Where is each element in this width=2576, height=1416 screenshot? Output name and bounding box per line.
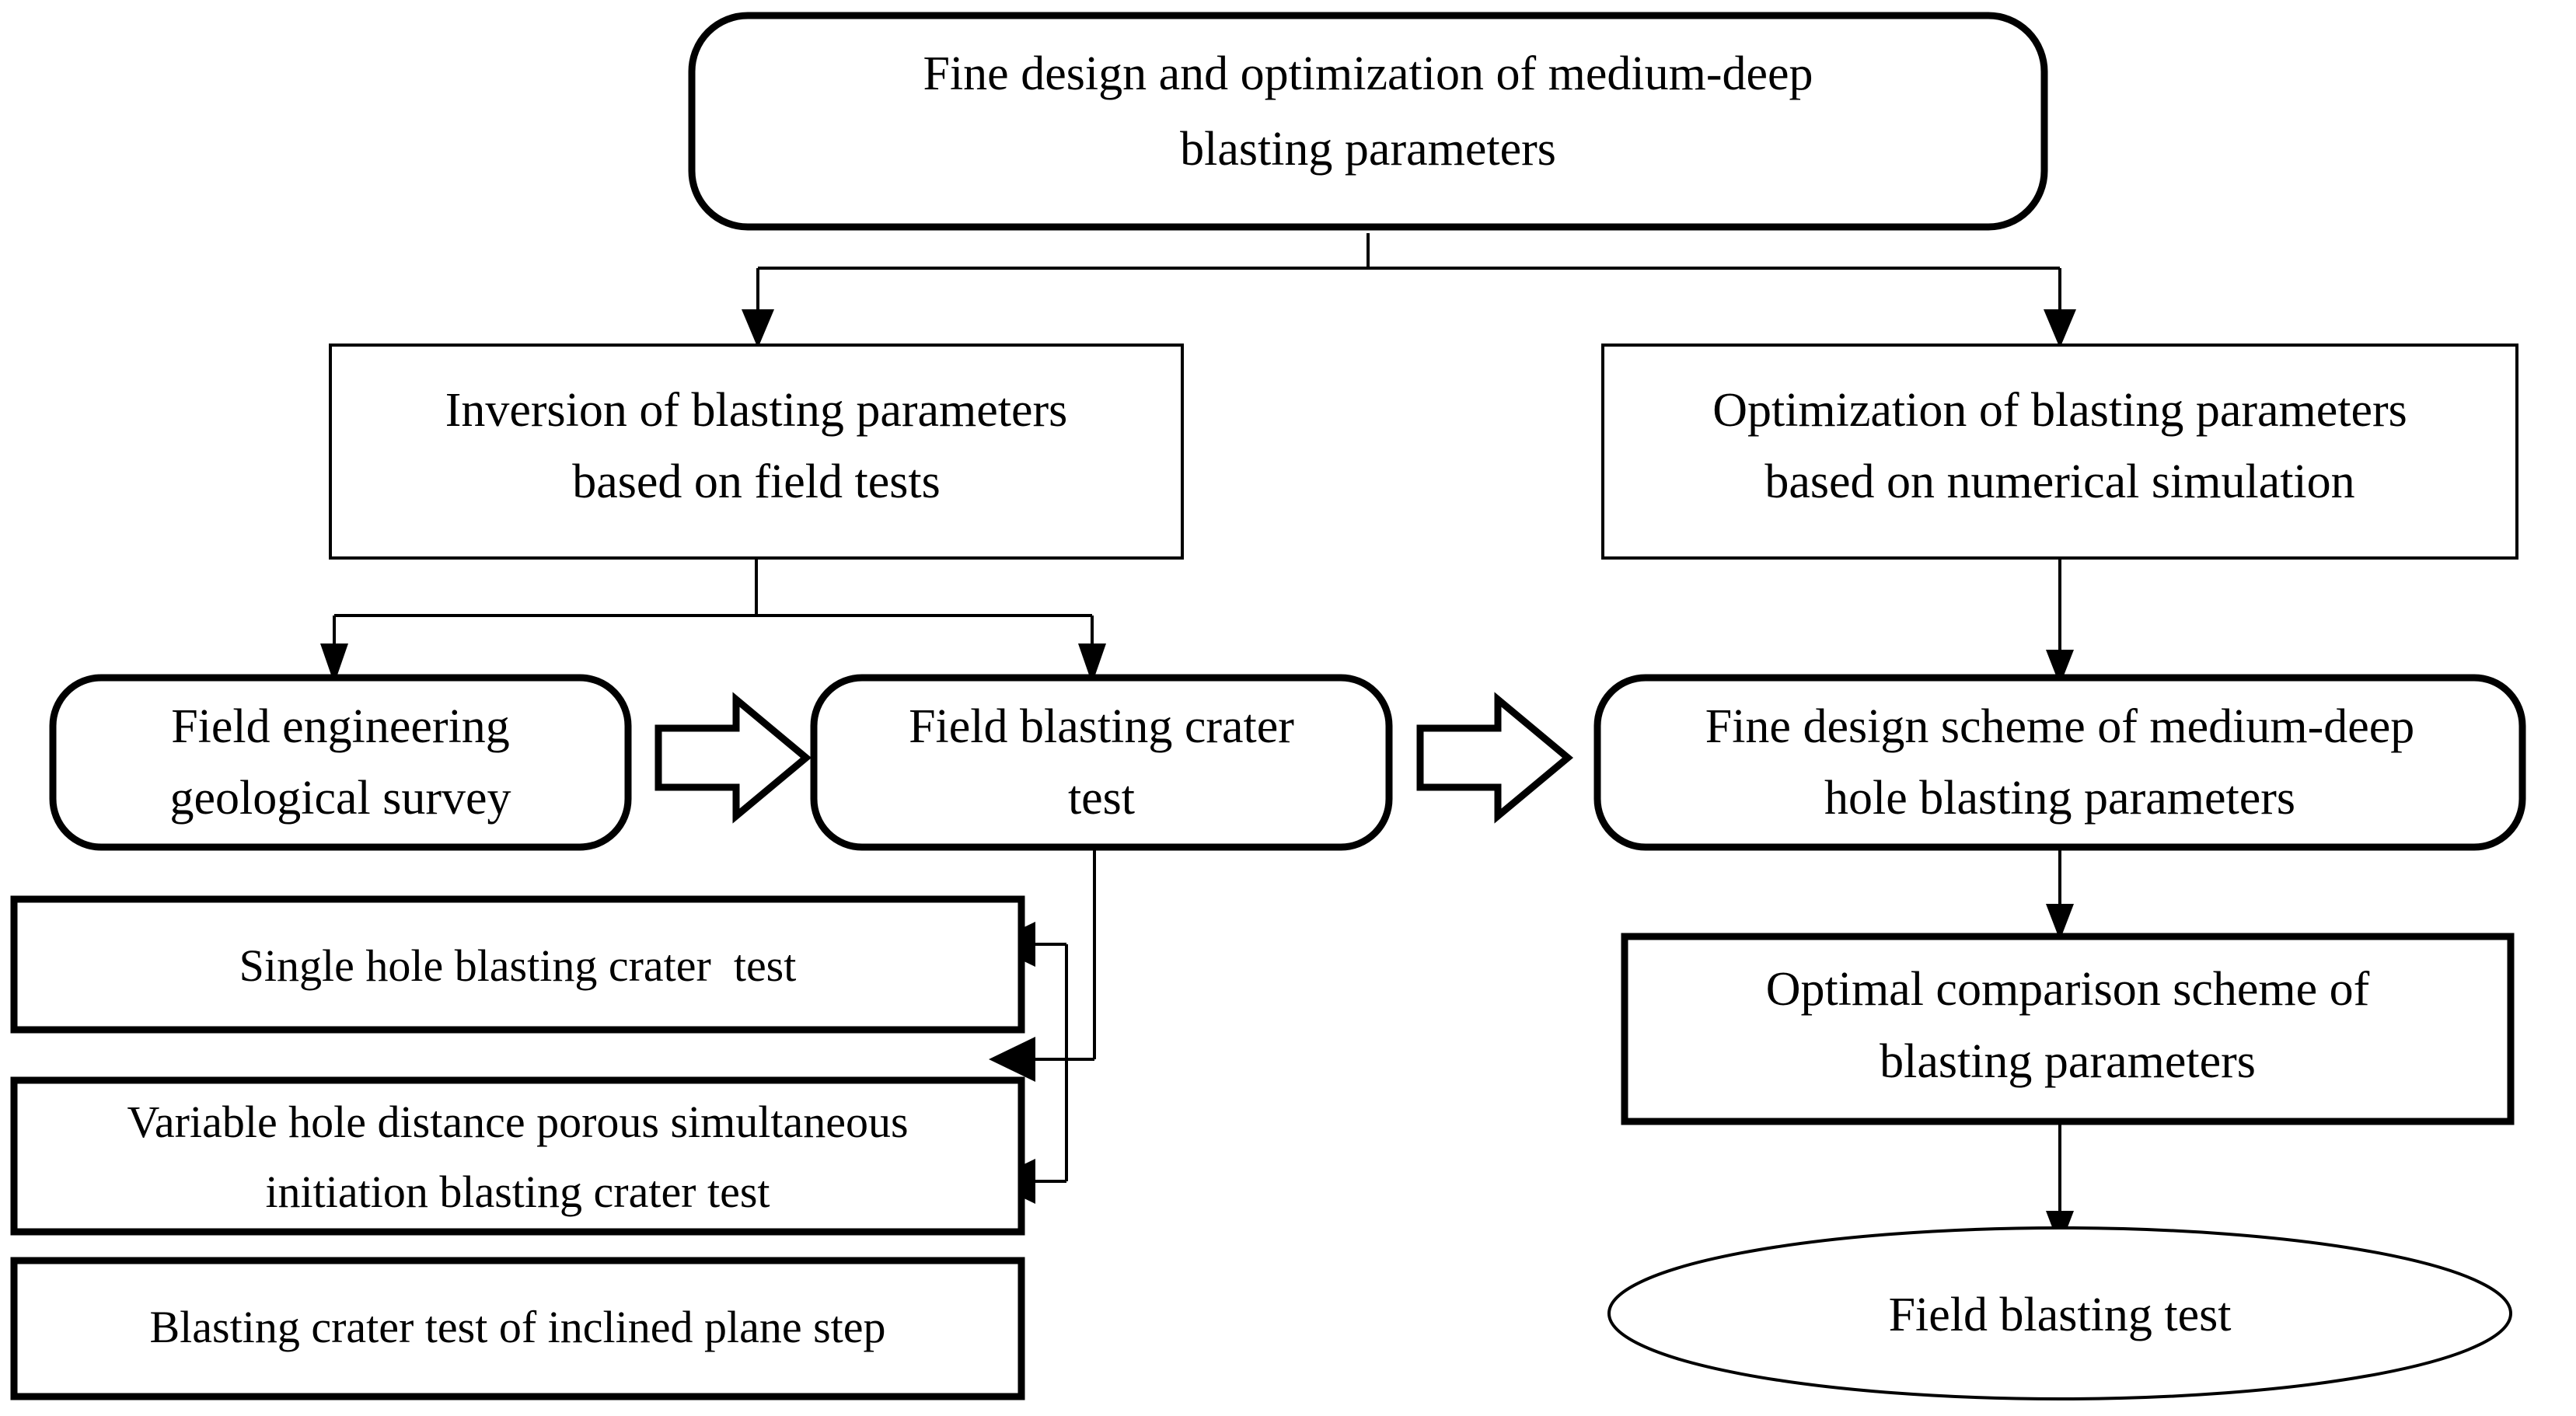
node-optimization-label-line1: Optimization of blasting parameters [1712,384,2407,437]
node-variable-hole-label-line2: initiation blasting crater test [265,1167,770,1217]
node-crater-test-label-line2: test [1068,772,1135,825]
connector-optimization-to-fine-design [2046,558,2074,685]
node-geological-survey-label-line1: Field engineering [171,700,510,753]
node-inclined-plane-label: Blasting crater test of inclined plane s… [149,1302,885,1352]
node-field-blasting-test-shape[interactable] [1607,1226,2512,1400]
node-optimization-shape[interactable] [1601,344,2518,560]
connector-root-split [742,233,2076,348]
node-inclined-plane-shape[interactable] [10,1257,1025,1400]
node-single-hole-label: Single hole blasting crater test [239,940,797,991]
connector-fine-design-to-optimal [2046,847,2074,940]
node-root-label-line1: Fine design and optimization of medium-d… [923,47,1813,100]
node-root-label-line2: blasting parameters [1180,123,1556,176]
node-inversion-label-line1: Inversion of blasting parameters [445,384,1068,437]
node-crater-test-label-line1: Field blasting crater [909,700,1294,753]
node-single-hole-shape[interactable] [10,895,1025,1034]
node-variable-hole-shape[interactable] [10,1076,1025,1236]
node-fine-design-shape[interactable] [1593,674,2526,851]
node-inversion-shape[interactable] [329,344,1184,560]
node-field-blasting-test-label: Field blasting test [1889,1289,2232,1341]
node-optimal-comparison-label-line2: blasting parameters [1880,1035,2256,1088]
node-geological-survey-label-line2: geological survey [169,772,511,825]
node-crater-test-shape[interactable] [810,674,1393,851]
block-arrow-crater-to-design [1416,692,1574,824]
node-root-shape[interactable] [688,12,2048,231]
block-arrow-survey-to-crater [654,692,812,824]
node-fine-design-label-line2: hole blasting parameters [1824,772,2295,825]
node-optimal-comparison-shape[interactable] [1621,933,2515,1125]
connector-inversion-split [320,558,1106,684]
node-variable-hole-label-line1: Variable hole distance porous simultaneo… [127,1097,908,1147]
node-inversion-label-line2: based on field tests [572,455,941,508]
node-optimization-label-line2: based on numerical simulation [1764,455,2354,508]
node-fine-design-label-line1: Fine design scheme of medium-deep [1705,700,2415,753]
node-optimal-comparison-label-line1: Optimal comparison scheme of [1766,963,2370,1016]
node-geological-survey-shape[interactable] [49,674,632,851]
